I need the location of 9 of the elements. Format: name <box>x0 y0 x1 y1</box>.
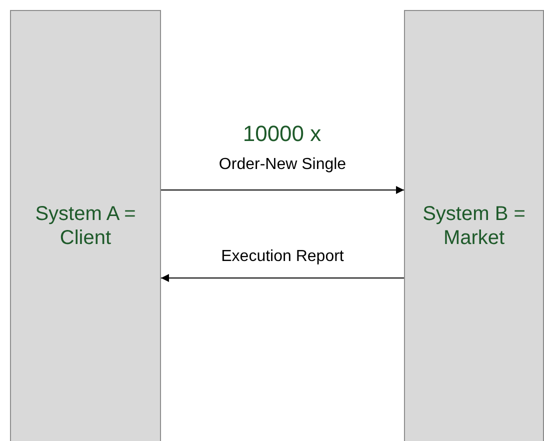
system-column <box>10 10 161 441</box>
edge-label: Execution Report <box>221 248 344 266</box>
repeat-count: 10000 x <box>242 121 322 147</box>
system-label: System A = Client <box>34 202 137 250</box>
arrow <box>160 186 404 194</box>
system-label: System B = Market <box>422 202 526 250</box>
arrow <box>160 274 404 282</box>
edge-label: Order-New Single <box>218 156 346 174</box>
system-column <box>404 10 544 441</box>
